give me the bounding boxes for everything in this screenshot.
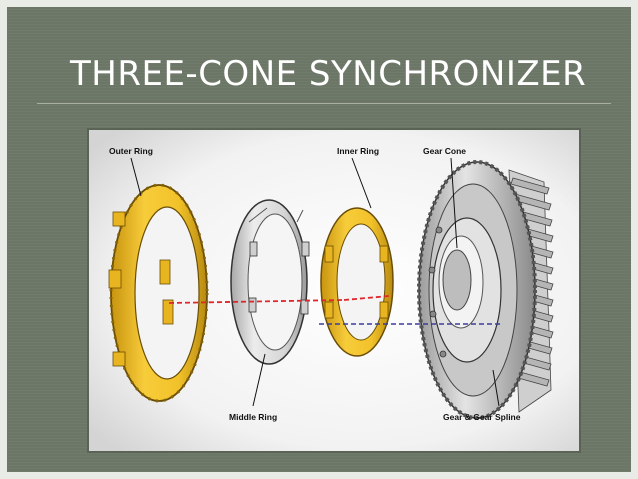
synchronizer-diagram: Outer Ring Inner Ring Gear Cone Middle R… xyxy=(89,130,579,451)
outer-ring-part xyxy=(108,183,209,403)
outer-ring-label: Outer Ring xyxy=(109,146,153,156)
middle-ring-label: Middle Ring xyxy=(229,412,277,422)
slide-title: THREE-CONE SYNCHRONIZER xyxy=(70,54,587,94)
gear-cone-label: Gear Cone xyxy=(423,146,466,156)
gear-and-spline-part xyxy=(417,160,554,420)
title-underline xyxy=(37,103,611,104)
diagram-svg: Outer Ring Inner Ring Gear Cone Middle R… xyxy=(89,130,579,451)
inner-ring-label: Inner Ring xyxy=(337,146,379,156)
red-axis-line xyxy=(168,299,345,304)
inner-ring-part xyxy=(320,207,394,357)
gear-spline-label: Gear & Gear Spline xyxy=(443,412,521,422)
middle-ring-part xyxy=(230,199,310,365)
leader-lines xyxy=(130,157,500,407)
